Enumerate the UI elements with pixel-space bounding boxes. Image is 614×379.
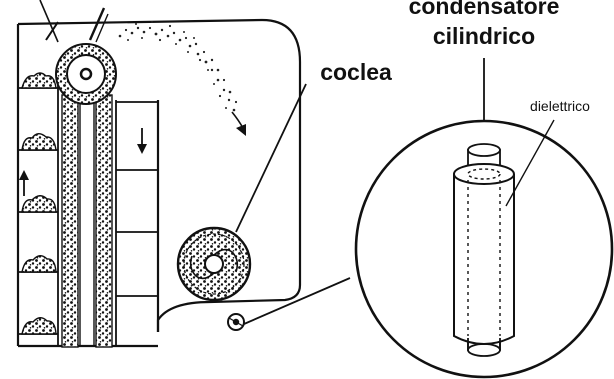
material-stream: [119, 21, 237, 111]
belt-right-strand: [96, 95, 112, 347]
material-heap: [22, 134, 56, 150]
coclea-leader-line: [236, 84, 306, 232]
auger-cross-section: [178, 228, 250, 300]
hopper-chute: [40, 0, 108, 42]
rising-column: [18, 73, 58, 334]
material-heap: [22, 196, 56, 212]
material-heap: [22, 256, 56, 272]
conveyor-belt: [62, 95, 112, 347]
auger-shaft: [205, 255, 223, 273]
up-arrow-icon: [19, 170, 29, 196]
small-condenser-section: [228, 314, 244, 330]
pulley-axle: [81, 69, 91, 79]
magnified-view: [356, 120, 612, 377]
outer-conductor: [454, 164, 514, 344]
stream-arrow-icon: [232, 112, 246, 136]
label-coclea: coclea: [320, 59, 392, 85]
label-condensatore: condensatore: [409, 0, 560, 19]
down-arrow-icon: [137, 128, 147, 154]
belt-left-strand: [62, 95, 78, 347]
material-heap: [22, 73, 56, 88]
label-cilindrico: cilindrico: [433, 23, 535, 49]
descending-column: [116, 100, 158, 346]
top-pulley: [56, 44, 116, 104]
label-dielettrico: dielettrico: [530, 98, 590, 114]
material-heap: [22, 318, 56, 334]
